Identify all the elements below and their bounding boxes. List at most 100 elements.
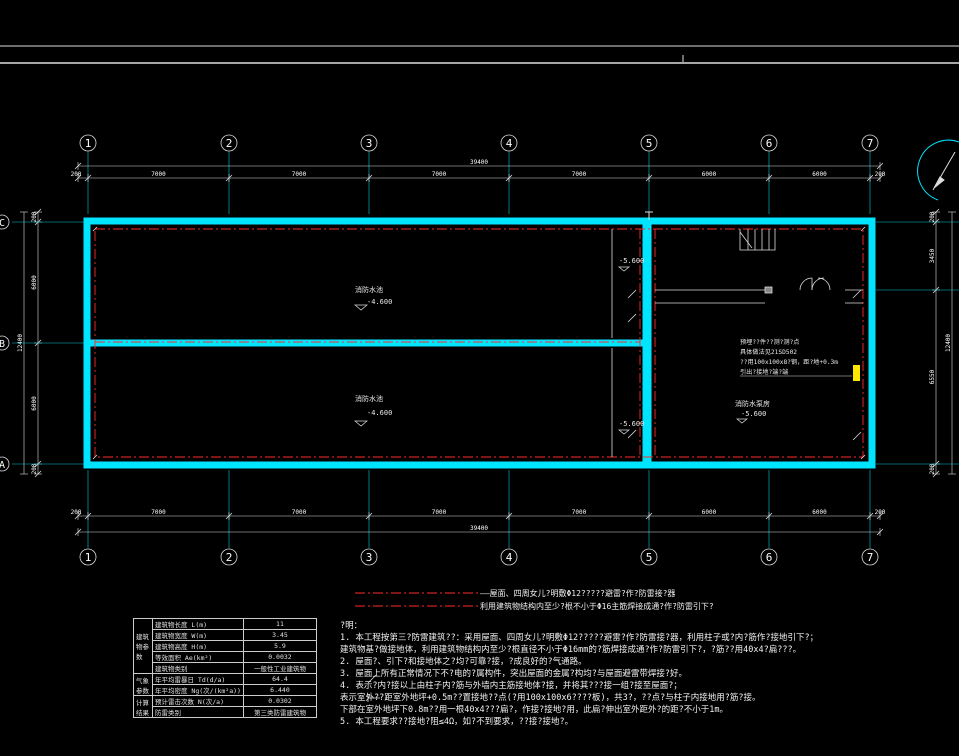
right-dimensions: 200 3450 6550 200 12400 bbox=[876, 208, 959, 478]
param-name: 建筑物类别 bbox=[152, 662, 244, 674]
right-dim: 6550 bbox=[929, 369, 936, 384]
section-symbol bbox=[917, 139, 959, 201]
axis-bottom-7: 7 bbox=[867, 551, 874, 564]
top-dim-edge-left: 200 bbox=[71, 171, 82, 178]
right-dim: 3450 bbox=[929, 248, 936, 263]
pump-room-elevation: -5.600 bbox=[741, 410, 766, 418]
bottom-dim-spacing: 6000 bbox=[812, 509, 827, 516]
pump-room-label: 消防水泵房 bbox=[735, 399, 770, 408]
top-dim-spacing: 7000 bbox=[432, 171, 447, 178]
elevation-a: -5.600 bbox=[619, 257, 644, 265]
top-dim-spacing: 7000 bbox=[572, 171, 587, 178]
axis-top-2: 2 bbox=[226, 137, 233, 150]
axis-bottom-2: 2 bbox=[226, 551, 233, 564]
param-value: 3.45 bbox=[242, 629, 317, 641]
param-name: 建筑物高度 H(m) bbox=[152, 640, 244, 652]
bottom-dim-total: 39400 bbox=[470, 525, 488, 532]
table-row: 建筑物高度 H(m)5.9 bbox=[134, 640, 317, 652]
axis-top-7: 7 bbox=[867, 137, 874, 150]
pool-upper-elevation: -4.600 bbox=[367, 298, 392, 306]
top-dim-spacing: 6000 bbox=[702, 171, 717, 178]
note-item: 建筑物基?做接地体，利用建筑物结构内至少?根直径不小于Φ16mm的?筋焊接成通?… bbox=[340, 645, 802, 655]
pool-lower-elevation: -4.600 bbox=[367, 409, 392, 417]
lightning-conductor bbox=[94, 228, 864, 458]
building-walls bbox=[83, 217, 876, 469]
elevation-b: -5.600 bbox=[619, 420, 644, 428]
table-row: 气象参数年平均雷暴日 Td(d/a)64.4 bbox=[133, 673, 317, 696]
table-row: 计算结果预计雷击次数 N(次/a)0.0302 bbox=[133, 695, 317, 718]
table-row: 建筑物参数建筑物长度 L(m)11 bbox=[133, 618, 317, 674]
left-dim: 6000 bbox=[31, 396, 38, 411]
param-name: 年平均雷暴日 Td(d/a) bbox=[152, 673, 244, 685]
design-notes: ?明： 1. 本工程按第三?防雷建筑??：采用屋面、四周女儿?明敷Φ12????… bbox=[340, 620, 955, 728]
bottom-dim-edge-right: 200 bbox=[875, 509, 886, 516]
param-group: 气象参数 bbox=[133, 673, 153, 696]
bottom-dim-spacing: 7000 bbox=[151, 509, 166, 516]
param-value: 0.0032 bbox=[242, 651, 317, 663]
top-dim-edge-right: 200 bbox=[875, 171, 886, 178]
legend: ——屋面、四周女儿?明敷Φ12?????避雷?作?防雷接?器 利用建筑物结构内至… bbox=[480, 588, 714, 614]
axis-top-3: 3 bbox=[366, 137, 373, 150]
axis-top-6: 6 bbox=[766, 137, 773, 150]
note-item: 1. 本工程按第三?防雷建筑??：采用屋面、四周女儿?明敷Φ12?????避雷?… bbox=[340, 633, 819, 643]
axis-bottom-3: 3 bbox=[366, 551, 373, 564]
top-dim-spacing: 7000 bbox=[151, 171, 166, 178]
table-row: 年平均密度 Ng(次/(km²a))6.440 bbox=[134, 684, 317, 696]
bottom-dim-spacing: 6000 bbox=[702, 509, 717, 516]
axis-top-4: 4 bbox=[506, 137, 513, 150]
pool-lower-label: 消防水池 bbox=[355, 394, 383, 403]
legend-line-2: 利用建筑物结构内至少?根不小于Φ16主筋焊接成通?作?防雷引下? bbox=[480, 602, 714, 611]
table-row: 防雷类别第三类防雷建筑物 bbox=[134, 706, 317, 718]
axis-top-1: 1 bbox=[85, 137, 92, 150]
bottom-dimensions: 200 200 7000 7000 7000 7000 6000 6000 39400 bbox=[71, 509, 886, 536]
axis-left-C: C bbox=[0, 218, 5, 229]
axis-bottom-1: 1 bbox=[85, 551, 92, 564]
note-item: 2. 屋面?、引下?和接地体之?均?可靠?接，?成良好的?气通路。 bbox=[340, 657, 587, 667]
param-name: 建筑物宽度 W(m) bbox=[152, 629, 244, 641]
param-value: 0.0302 bbox=[242, 695, 317, 707]
param-name: 防雷类别 bbox=[152, 706, 244, 718]
right-dim: 200 bbox=[929, 463, 936, 474]
bottom-dim-spacing: 7000 bbox=[292, 509, 307, 516]
top-dim-spacing: 6000 bbox=[812, 171, 827, 178]
note-item: 4. 表示?内?接以上由柱子内?筋与外墙内主筋接地体?接，并将其???接一组?接… bbox=[340, 681, 682, 691]
grid-axes bbox=[87, 151, 871, 548]
legend-line-1: ——屋面、四周女儿?明敷Φ12?????避雷?作?防雷接?器 bbox=[480, 589, 676, 598]
param-name: 建筑物长度 L(m) bbox=[152, 618, 244, 630]
annotation-line-2: 具体做法见21SD502 bbox=[740, 348, 797, 356]
table-row: 等效面积 Ae(km²)0.0032 bbox=[134, 651, 317, 663]
param-name: 年平均密度 Ng(次/(km²a)) bbox=[152, 684, 244, 696]
param-value: 6.440 bbox=[242, 684, 317, 696]
param-name: 预计雷击次数 N(次/a) bbox=[152, 695, 244, 707]
right-total: 12400 bbox=[945, 334, 952, 352]
note-item: 3. 屋面上所有正常情况下不?电的?属构件，突出屋面的金属?构均?与屋面避雷带焊… bbox=[340, 669, 687, 679]
left-dim: 200 bbox=[31, 211, 38, 222]
bottom-dim-edge-left: 200 bbox=[71, 509, 82, 516]
annotation-line-4: 引出?接地?端?端 bbox=[740, 368, 788, 376]
notes-title: ?明： bbox=[340, 621, 363, 631]
table-row: 建筑物宽度 W(m)3.45 bbox=[134, 629, 317, 641]
bottom-dim-spacing: 7000 bbox=[572, 509, 587, 516]
param-name: 等效面积 Ae(km²) bbox=[152, 651, 244, 663]
param-group: 建筑物参数 bbox=[133, 618, 153, 674]
pool-upper-label: 消防水池 bbox=[355, 285, 383, 294]
axis-left-B: B bbox=[0, 339, 5, 350]
right-dim: 200 bbox=[929, 211, 936, 222]
param-value: 11 bbox=[242, 618, 317, 630]
top-dim-total: 39400 bbox=[470, 159, 488, 166]
legend-symbols bbox=[355, 592, 478, 607]
note-item: 下部在室外地坪下0.8m??用一根40x4???扁?，作接?接地?用，此扁?伸出… bbox=[340, 705, 728, 715]
bottom-dim-spacing: 7000 bbox=[432, 509, 447, 516]
annotation-line-1: 预埋??件??测?测?点 bbox=[740, 338, 799, 346]
param-value: 第三类防雷建筑物 bbox=[242, 706, 317, 718]
annotation-line-3: ??用100x100x8?钢，距?地+0.3m bbox=[740, 358, 838, 366]
left-dim: 6000 bbox=[31, 275, 38, 290]
note-item: 表示室外??距室外地坪+0.5m??置接地??点(?用100x100x6????… bbox=[340, 693, 761, 703]
param-value: 5.9 bbox=[242, 640, 317, 652]
